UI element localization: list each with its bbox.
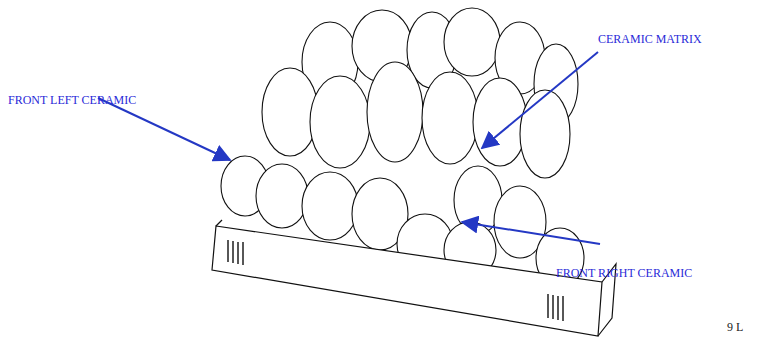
part-label: FRONT LEFT CERAMIC (8, 93, 136, 107)
vent-slots (548, 294, 563, 321)
ceramic-piece (520, 90, 570, 178)
tray-front (212, 226, 602, 336)
ceramic-piece (422, 72, 478, 164)
ceramic-piece (256, 164, 308, 228)
leader-arrow (462, 222, 600, 244)
page-number: 9 L (727, 320, 743, 334)
leader-arrow (98, 98, 230, 160)
tray-edge (216, 220, 222, 226)
leader-arrow (482, 52, 598, 148)
part-label: CERAMIC MATRIX (598, 32, 702, 46)
part-label: FRONT RIGHT CERAMIC (556, 266, 692, 280)
vent-slots (228, 240, 243, 265)
ceramic-piece (367, 62, 423, 162)
ceramic-piece (473, 78, 527, 166)
ceramic-piece (444, 8, 500, 76)
ceramic-piece (262, 68, 318, 156)
ceramic-piece (302, 172, 358, 240)
ceramic-piece (310, 76, 370, 168)
